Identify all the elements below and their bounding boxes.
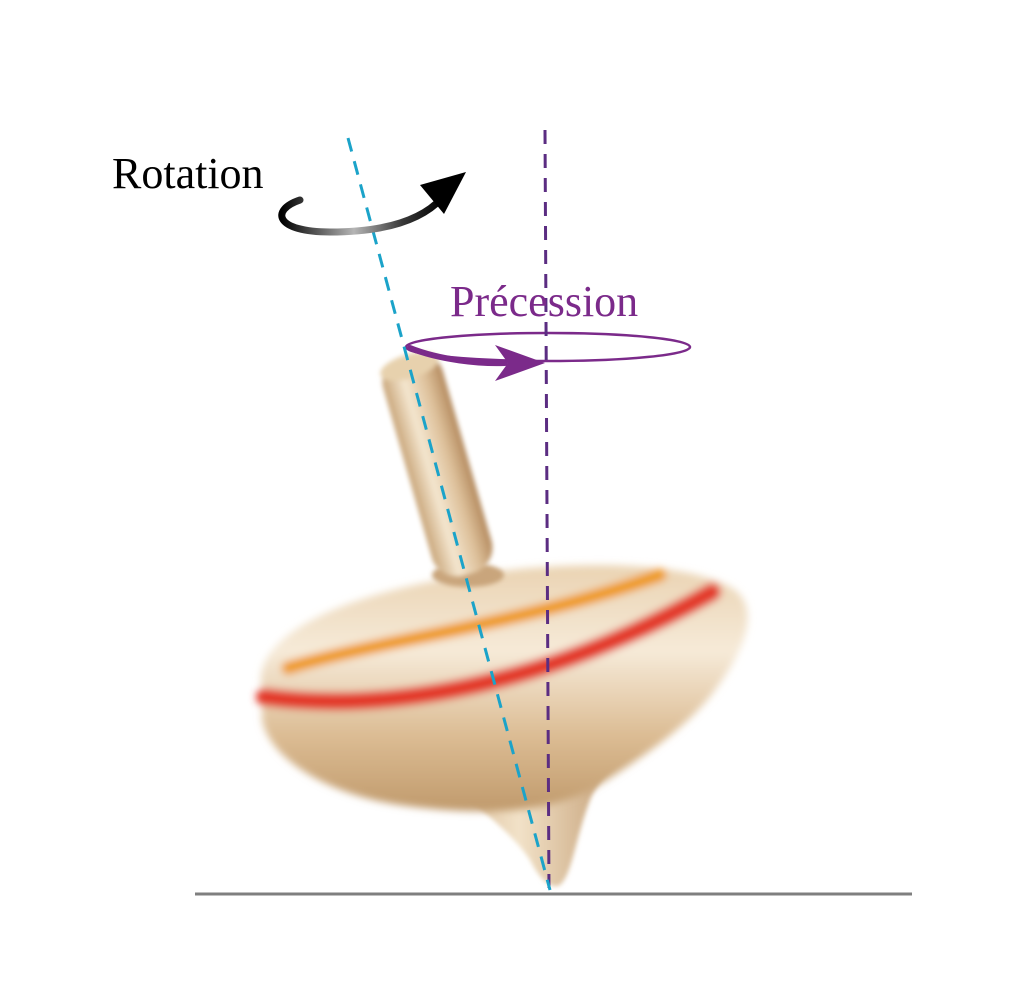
rotation-label: Rotation	[112, 149, 264, 198]
stripe-orange	[281, 568, 667, 675]
stripe-red	[256, 583, 721, 711]
spin-axis	[346, 137, 552, 891]
precession-orbit	[404, 331, 692, 363]
stem-end	[380, 352, 439, 381]
vertical-axis	[543, 129, 551, 893]
precession-arrow-icon	[407, 345, 545, 381]
rotation-arrow-icon	[278, 172, 466, 236]
top-stem	[382, 352, 493, 577]
precession-label: Précession	[450, 277, 638, 326]
spinning-top	[256, 352, 748, 887]
